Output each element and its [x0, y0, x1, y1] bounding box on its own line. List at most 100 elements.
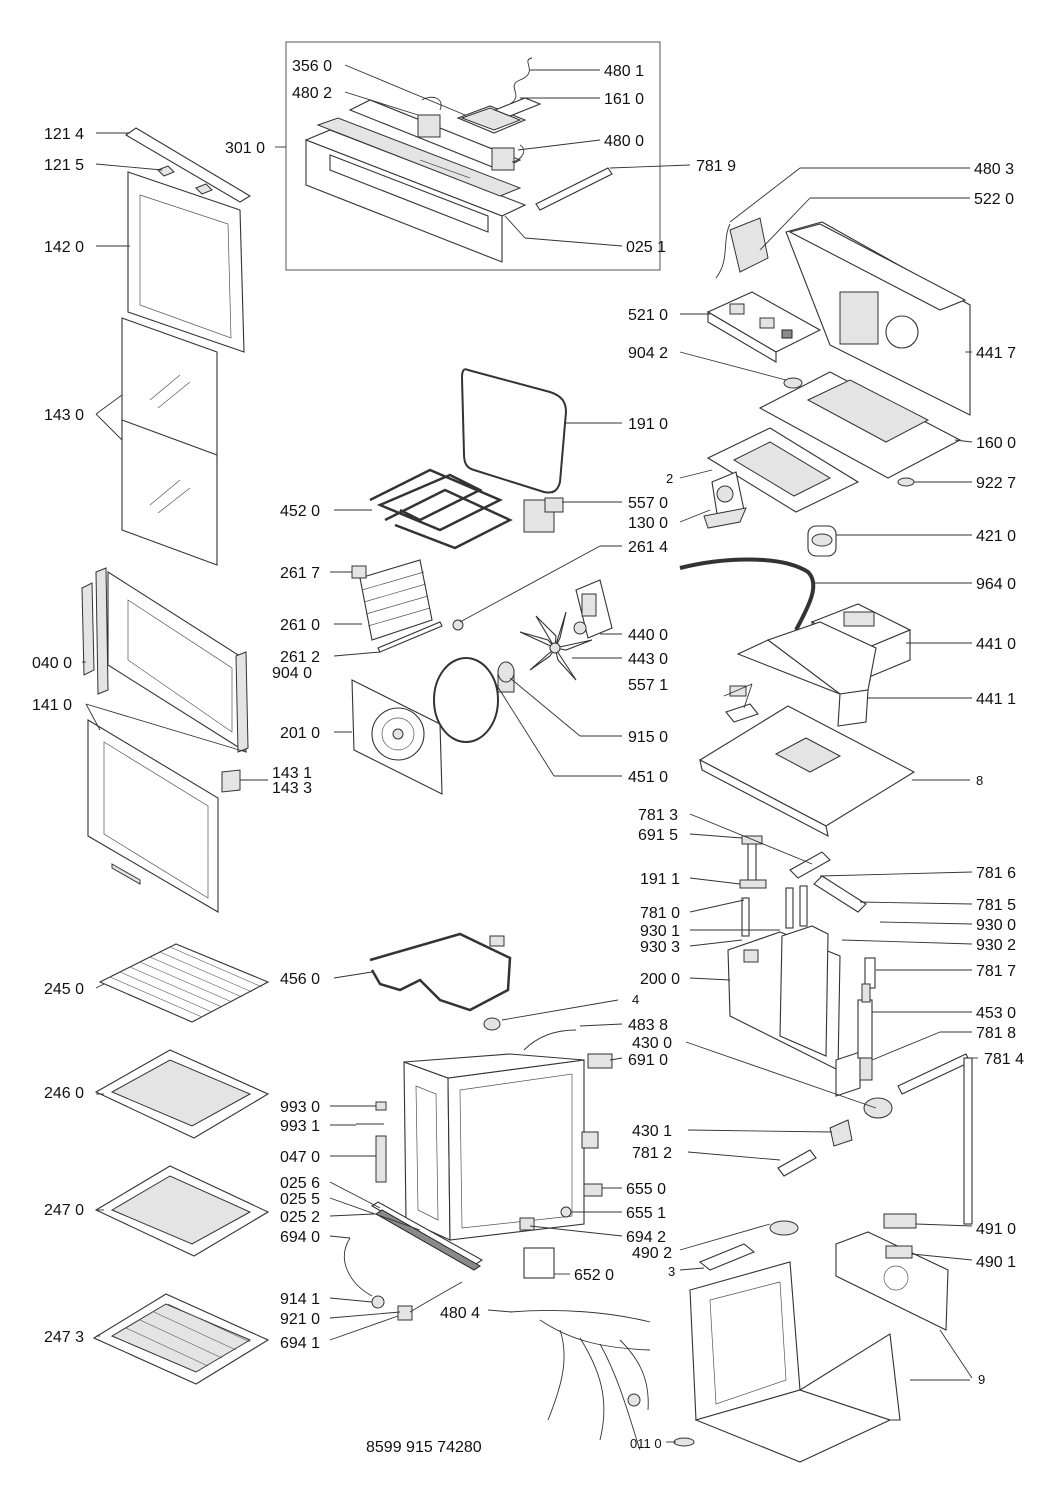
label-480-0: 480 0 — [604, 133, 644, 150]
label-781-4: 781 4 — [984, 1051, 1024, 1068]
label-025-5: 025 5 — [280, 1191, 320, 1208]
label-930-3: 930 3 — [640, 939, 680, 956]
label-441-1: 441 1 — [976, 691, 1016, 708]
label-247-3: 247 3 — [44, 1329, 84, 1346]
label-781-7: 781 7 — [976, 963, 1016, 980]
label-480-3: 480 3 — [974, 161, 1014, 178]
label-356-0: 356 0 — [292, 58, 332, 75]
door-bottom-strips — [370, 1201, 484, 1271]
label-430-1: 430 1 — [632, 1123, 672, 1140]
label-191-0: 191 0 — [628, 416, 668, 433]
side-rails — [351, 559, 464, 653]
label-245-0: 245 0 — [44, 981, 84, 998]
label-914-1: 914 1 — [280, 1291, 320, 1308]
cooling-fan-motor — [703, 471, 747, 529]
label-781-8: 781 8 — [976, 1025, 1016, 1042]
label-904-0: 904 0 — [272, 665, 312, 682]
label-557-1: 557 1 — [628, 677, 668, 694]
label-247-0: 247 0 — [44, 1202, 84, 1219]
label-3: 3 — [668, 1264, 675, 1279]
label-451-0: 451 0 — [628, 769, 668, 786]
label-4: 4 — [632, 992, 639, 1007]
label-121-4: 121 4 — [44, 126, 84, 143]
label-781-3: 781 3 — [638, 807, 678, 824]
label-557-0: 557 0 — [628, 495, 668, 512]
label-143-0: 143 0 — [44, 407, 84, 424]
door-top-trim — [124, 127, 252, 203]
display-module — [417, 97, 542, 171]
hinge-frame — [727, 925, 861, 1097]
door-seal — [460, 368, 568, 494]
capacitor — [807, 525, 837, 557]
wiring-harness — [509, 1310, 651, 1451]
label-452-0: 452 0 — [280, 503, 320, 520]
lower-element-cable — [483, 1017, 577, 1051]
hinge-rod — [535, 167, 613, 211]
bracket-691 — [587, 1053, 613, 1069]
label-130-0: 130 0 — [628, 515, 668, 532]
label-781-9: 781 9 — [696, 158, 736, 175]
label-141-0: 141 0 — [32, 697, 72, 714]
label-261-7: 261 7 — [280, 565, 320, 582]
door-switch — [560, 1183, 603, 1218]
label-930-1: 930 1 — [640, 923, 680, 940]
label-521-0: 521 0 — [628, 307, 668, 324]
label-491-0: 491 0 — [976, 1221, 1016, 1238]
top-plate — [758, 371, 962, 479]
cooling-duct-tube — [679, 557, 816, 631]
label-655-0: 655 0 — [626, 1181, 666, 1198]
label-480-1: 480 1 — [604, 63, 644, 80]
label-025-1: 025 1 — [626, 239, 666, 256]
callout-labels: 356 0 480 1 480 2 161 0 121 4 301 0 480 … — [32, 58, 1024, 1456]
screws — [356, 1101, 387, 1125]
oven-cavity — [375, 1053, 599, 1241]
label-993-0: 993 0 — [280, 1099, 320, 1116]
door-liner — [87, 719, 219, 913]
label-964-0: 964 0 — [976, 576, 1016, 593]
connector-blocks — [673, 1213, 917, 1447]
footer-part-code: 8599 915 74280 — [366, 1439, 482, 1456]
parts-artwork — [81, 41, 973, 1463]
label-441-7: 441 7 — [976, 345, 1016, 362]
inner-door-glass — [121, 317, 218, 566]
lower-heating-element — [369, 932, 512, 1012]
label-246-0: 246 0 — [44, 1085, 84, 1102]
label-694-2: 694 2 — [626, 1229, 666, 1246]
grill-tray — [92, 1293, 270, 1385]
control-cables — [421, 57, 533, 163]
label-781-2: 781 2 — [632, 1145, 672, 1162]
label-142-0: 142 0 — [44, 239, 84, 256]
lamp-bracket — [739, 835, 767, 889]
rear-control-panel — [835, 1231, 949, 1331]
label-480-4: 480 4 — [440, 1305, 480, 1322]
label-011-0: 011 0 — [630, 1436, 662, 1451]
label-025-2: 025 2 — [280, 1209, 320, 1226]
label-781-0: 781 0 — [640, 905, 680, 922]
label-025-6: 025 6 — [280, 1175, 320, 1192]
rear-panel — [785, 221, 971, 416]
oven-lamp — [344, 1237, 463, 1321]
label-781-5: 781 5 — [976, 897, 1016, 914]
label-691-0: 691 0 — [628, 1052, 668, 1069]
door-lock — [829, 983, 893, 1147]
label-261-4: 261 4 — [628, 539, 668, 556]
label-930-0: 930 0 — [976, 917, 1016, 934]
label-047-0: 047 0 — [280, 1149, 320, 1166]
label-694-0: 694 0 — [280, 1229, 320, 1246]
control-panel-fascia — [304, 99, 527, 263]
label-652-0: 652 0 — [574, 1267, 614, 1284]
label-483-8: 483 8 — [628, 1017, 668, 1034]
label-921-0: 921 0 — [280, 1311, 320, 1328]
shallow-tray — [94, 1049, 270, 1139]
label-655-1: 655 1 — [626, 1205, 666, 1222]
label-440-0: 440 0 — [628, 627, 668, 644]
control-panel-frame — [285, 41, 661, 271]
label-456-0: 456 0 — [280, 971, 320, 988]
label-915-0: 915 0 — [628, 729, 668, 746]
label-490-1: 490 1 — [976, 1254, 1016, 1271]
upper-heating-element — [369, 468, 564, 550]
grommet — [783, 377, 915, 487]
label-443-0: 443 0 — [628, 651, 668, 668]
